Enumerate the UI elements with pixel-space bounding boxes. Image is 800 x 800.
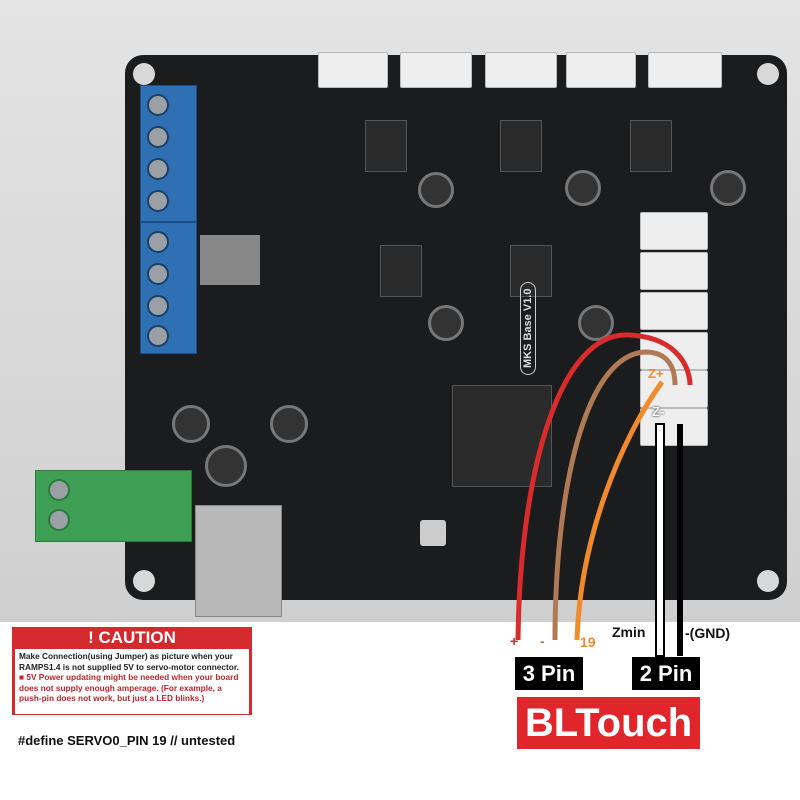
driver-chip xyxy=(510,245,552,297)
heatsink-regulator xyxy=(200,235,260,285)
endstop-connector-zminus xyxy=(640,408,708,446)
endstop-connector xyxy=(640,292,708,330)
power-input-terminal xyxy=(35,470,192,542)
caution-box: ! CAUTION Make Connection(using Jumper) … xyxy=(12,627,252,715)
driver-chip xyxy=(365,120,407,172)
capacitor xyxy=(270,405,308,443)
caution-note-text: 5V Power updating might be needed when y… xyxy=(19,672,239,703)
reset-button xyxy=(420,520,446,546)
motor-connector xyxy=(566,52,636,88)
gnd-wire xyxy=(677,424,683,656)
capacitor xyxy=(205,445,247,487)
minus-label: - xyxy=(540,633,545,649)
three-pin-label: 3 Pin xyxy=(515,657,583,690)
bltouch-brand-label: BLTouch xyxy=(517,697,700,749)
driver-chip xyxy=(630,120,672,172)
gnd-label: -(GND) xyxy=(685,625,731,641)
orange-wire xyxy=(574,380,665,641)
capacitor xyxy=(418,172,454,208)
caution-note: ■ 5V Power updating might be needed when… xyxy=(19,672,239,703)
code-line: #define SERVO0_PIN 19 // untested xyxy=(18,733,236,748)
caution-text: Make Connection(using Jumper) as picture… xyxy=(19,651,239,672)
capacitor xyxy=(710,170,746,206)
zmin-label: Zmin xyxy=(612,624,646,640)
two-pin-label: 2 Pin xyxy=(632,657,700,690)
red-wire xyxy=(515,332,693,641)
brown-wire xyxy=(552,349,678,641)
motor-connector xyxy=(400,52,472,88)
zmin-wire xyxy=(655,423,665,657)
motor-connector xyxy=(648,52,722,88)
signal-pin-label: 19 xyxy=(580,634,596,650)
capacitor xyxy=(172,405,210,443)
power-terminal xyxy=(140,85,197,222)
endstop-connector xyxy=(640,212,708,250)
usb-port xyxy=(195,505,282,617)
z-plus-label: Z+ xyxy=(648,366,664,381)
board-photo: MKS Base V1.0 xyxy=(0,0,800,622)
motor-connector xyxy=(318,52,388,88)
capacitor xyxy=(565,170,601,206)
driver-chip xyxy=(500,120,542,172)
caution-title: ! CAUTION xyxy=(88,628,176,647)
capacitor xyxy=(428,305,464,341)
driver-chip xyxy=(380,245,422,297)
motor-connector xyxy=(485,52,557,88)
endstop-connector xyxy=(640,252,708,290)
plus-label: + xyxy=(510,633,519,649)
capacitor xyxy=(578,305,614,341)
z-minus-label: Z- xyxy=(652,404,665,419)
power-terminal xyxy=(140,222,197,354)
